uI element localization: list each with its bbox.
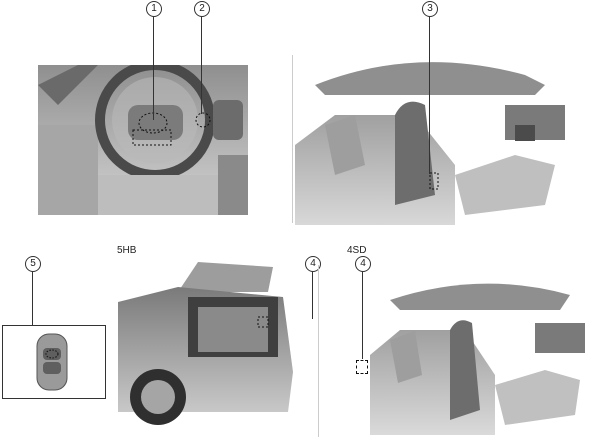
callout-4-sedan: 4 — [355, 256, 371, 272]
cabin-illustration-top — [295, 55, 600, 225]
hatchback-rear-icon — [118, 262, 293, 425]
leader-line-4-sedan — [362, 271, 363, 359]
leader-line-2 — [201, 16, 202, 114]
smart-key-icon — [36, 333, 68, 391]
car-interior-icon — [370, 283, 585, 435]
hatchback-illustration — [118, 262, 298, 437]
leader-line-1 — [153, 16, 154, 120]
cabin-illustration-bottom — [370, 275, 598, 435]
sedan-label: 4SD — [347, 245, 367, 256]
callout-4-hatchback: 4 — [305, 256, 321, 272]
car-interior-icon — [295, 62, 565, 225]
callout-2: 2 — [194, 1, 210, 17]
callout-5: 5 — [25, 256, 41, 272]
sedan-key-slot — [356, 360, 368, 374]
callout-3: 3 — [422, 1, 438, 17]
divider-bottom — [318, 265, 319, 437]
leader-line-3 — [429, 16, 430, 174]
leader-line-5 — [32, 271, 33, 349]
steering-wheel-icon — [38, 65, 248, 215]
divider-top — [292, 55, 293, 223]
callout-1: 1 — [146, 1, 162, 17]
dashboard-illustration — [38, 65, 248, 215]
key-box — [2, 325, 106, 399]
leader-line-4-hatchback — [312, 271, 313, 319]
hatchback-label: 5HB — [117, 245, 137, 256]
